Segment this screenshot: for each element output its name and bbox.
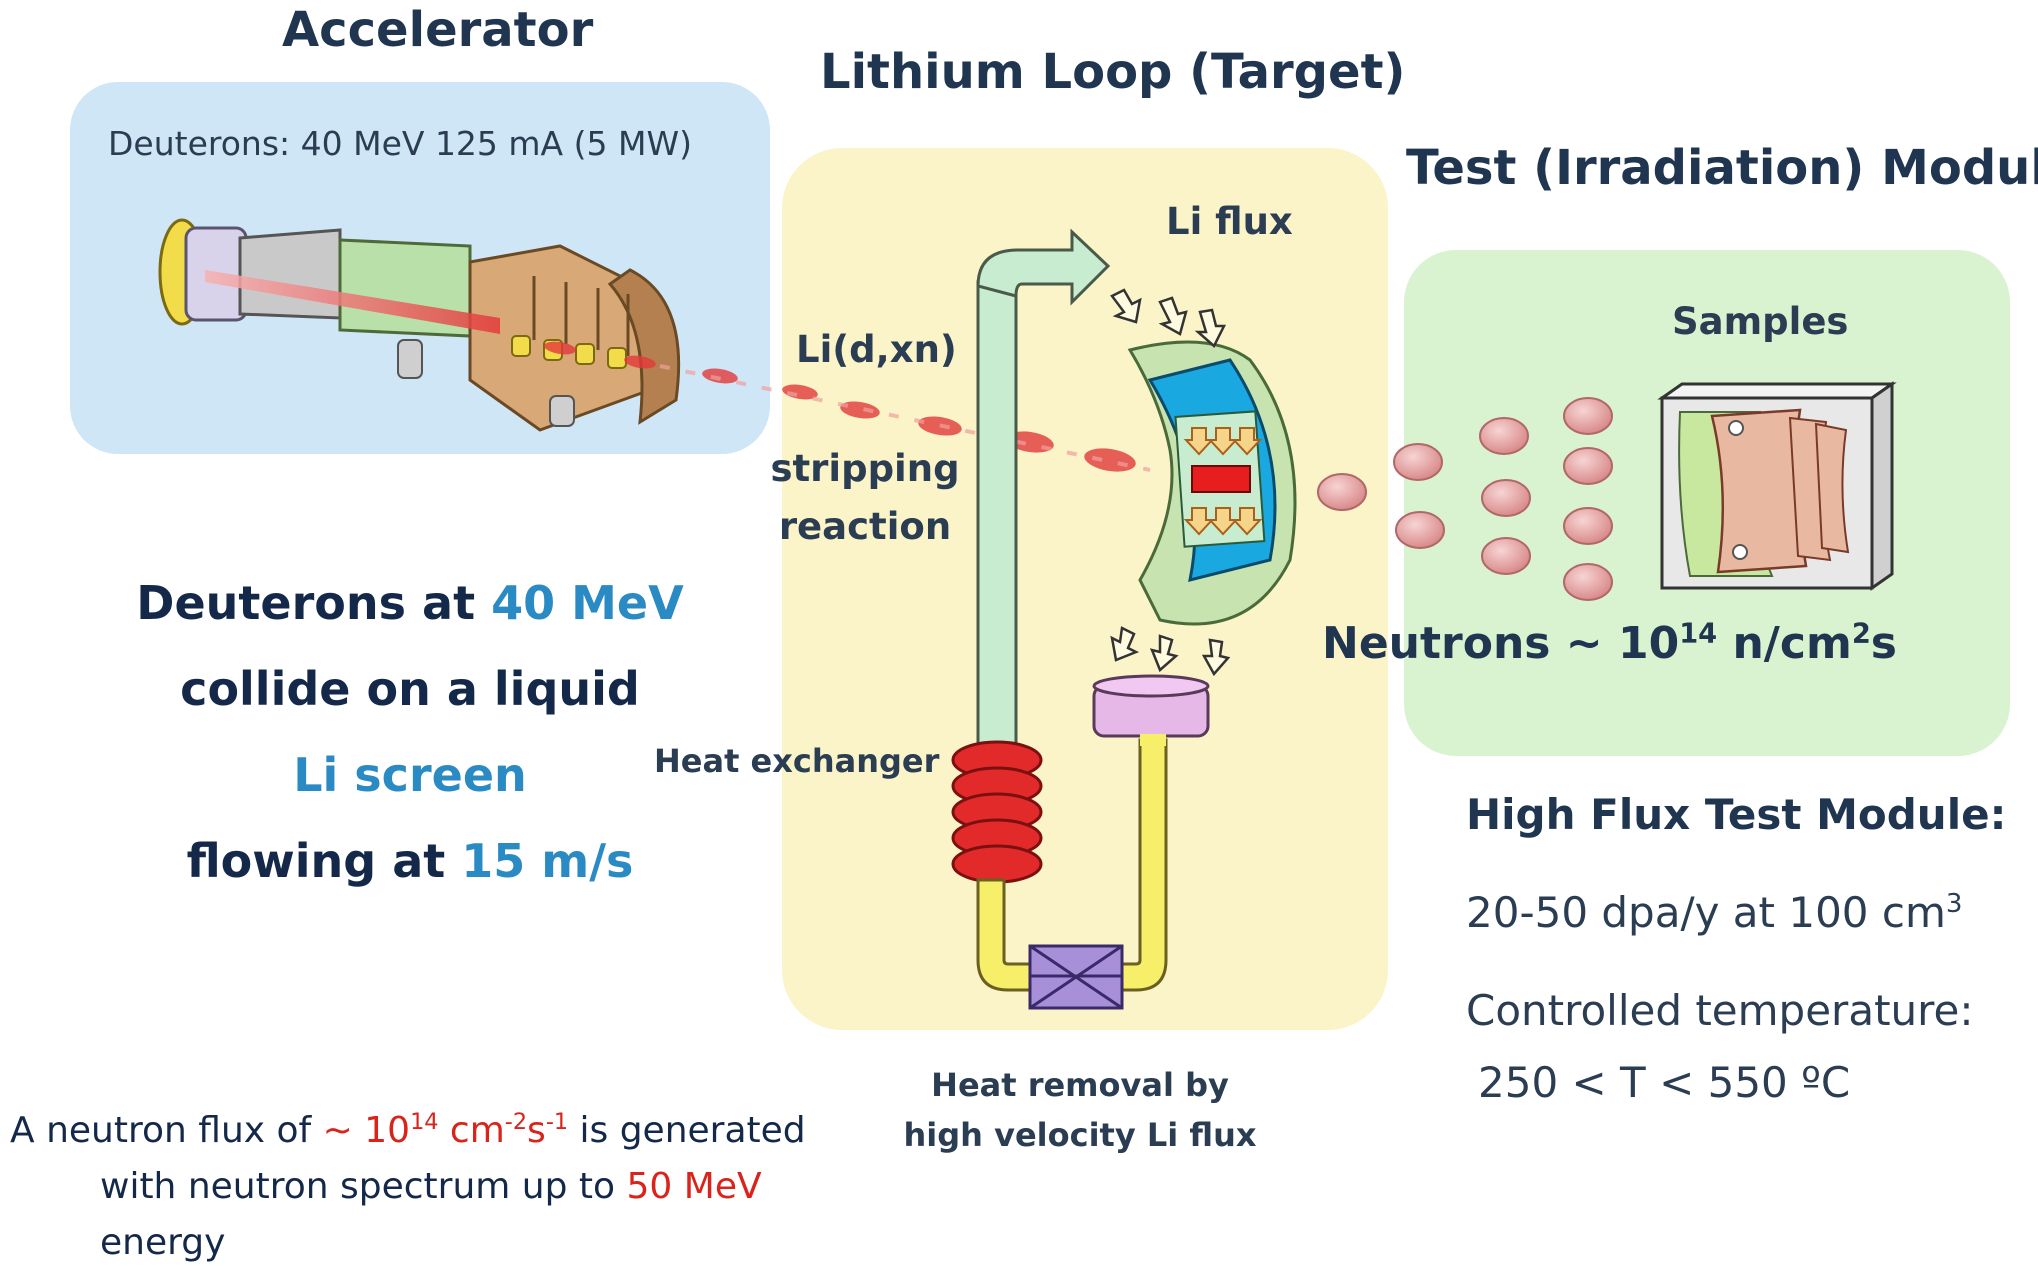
flux-cm: cm bbox=[438, 1110, 505, 1151]
heat-removal-line2: high velocity Li flux bbox=[903, 1116, 1257, 1154]
li-flux-label: Li flux bbox=[1166, 200, 1293, 243]
reaction-formula-label: Li(d,xn) bbox=[796, 328, 957, 371]
flux-base: ~ 10 bbox=[322, 1110, 411, 1151]
footnote-flux: ~ 1014 cm-2s-1 bbox=[322, 1109, 569, 1151]
neutrons-exp: 14 bbox=[1679, 618, 1718, 650]
neutrons-unit-exp: 2 bbox=[1851, 618, 1871, 650]
footnote-energy: 50 MeV bbox=[626, 1166, 762, 1207]
stripping-reaction-label: stripping reaction bbox=[770, 440, 960, 556]
summary-line4: flowing at 15 m/s bbox=[110, 818, 710, 904]
neutrons-prefix: Neutrons ~ 10 bbox=[1322, 618, 1680, 669]
accelerator-device bbox=[158, 218, 681, 432]
flux-exp1: 14 bbox=[410, 1109, 439, 1135]
footnote-line2: with neutron spectrum up to 50 MeV bbox=[10, 1159, 870, 1215]
flux-s: s bbox=[527, 1110, 546, 1151]
reaction-line: reaction bbox=[778, 505, 952, 548]
deuteron-spec-label: Deuterons: 40 MeV 125 mA (5 MW) bbox=[108, 124, 692, 163]
summary-text: Deuterons at 40 MeV collide on a liquid … bbox=[110, 560, 710, 904]
flux-exp2: -2 bbox=[504, 1109, 528, 1135]
neutrons-suffix: s bbox=[1870, 618, 1897, 669]
test-module-title: Test (Irradiation) Module bbox=[1406, 140, 2038, 196]
samples-box bbox=[1657, 381, 1897, 591]
deuteron-beam bbox=[205, 270, 1151, 472]
summary-energy: 40 MeV bbox=[491, 576, 684, 630]
summary-p3: flowing at bbox=[186, 834, 462, 888]
controlled-temperature-label: Controlled temperature: bbox=[1466, 986, 1974, 1035]
summary-line1: Deuterons at 40 MeV bbox=[110, 560, 710, 646]
high-flux-dpa: 20-50 dpa/y at 100 cm3 bbox=[1466, 888, 1962, 937]
lithium-loop-panel bbox=[782, 148, 1388, 1030]
lithium-target bbox=[1110, 288, 1297, 677]
high-flux-title: High Flux Test Module: bbox=[1466, 790, 2007, 839]
heat-removal-label: Heat removal by high velocity Li flux bbox=[900, 1060, 1260, 1160]
heat-exchanger-label: Heat exchanger bbox=[654, 742, 940, 780]
summary-speed: 15 m/s bbox=[461, 834, 634, 888]
stripping-line: stripping bbox=[770, 447, 960, 490]
summary-line2: collide on a liquid bbox=[180, 662, 640, 716]
accelerator-title: Accelerator bbox=[282, 2, 594, 58]
flux-exp3: -1 bbox=[545, 1109, 569, 1135]
footnote-line3: energy bbox=[100, 1222, 226, 1263]
footnote-b: is generated bbox=[568, 1110, 806, 1151]
footnote-c: with neutron spectrum up to bbox=[100, 1166, 627, 1207]
dpa-text: 20-50 dpa/y at 100 cm bbox=[1466, 888, 1946, 937]
dpa-exp: 3 bbox=[1945, 889, 1963, 919]
summary-p1: Deuterons at bbox=[136, 576, 492, 630]
neutrons-flux-label: Neutrons ~ 1014 n/cm2s bbox=[1322, 618, 1897, 669]
summary-line3: Li screen bbox=[293, 748, 527, 802]
lithium-loop-piping bbox=[951, 228, 1210, 1010]
temperature-range: 250 < T < 550 ºC bbox=[1478, 1058, 1851, 1107]
footnote-a: A neutron flux of bbox=[10, 1110, 323, 1151]
footnote: A neutron flux of ~ 1014 cm-2s-1 is gene… bbox=[10, 1094, 870, 1271]
samples-label: Samples bbox=[1672, 300, 1849, 343]
neutron-particles bbox=[1317, 397, 1613, 601]
lithium-loop-title: Lithium Loop (Target) bbox=[820, 44, 1406, 100]
neutrons-unit: n/cm bbox=[1717, 618, 1852, 669]
heat-removal-line1: Heat removal by bbox=[931, 1066, 1229, 1104]
